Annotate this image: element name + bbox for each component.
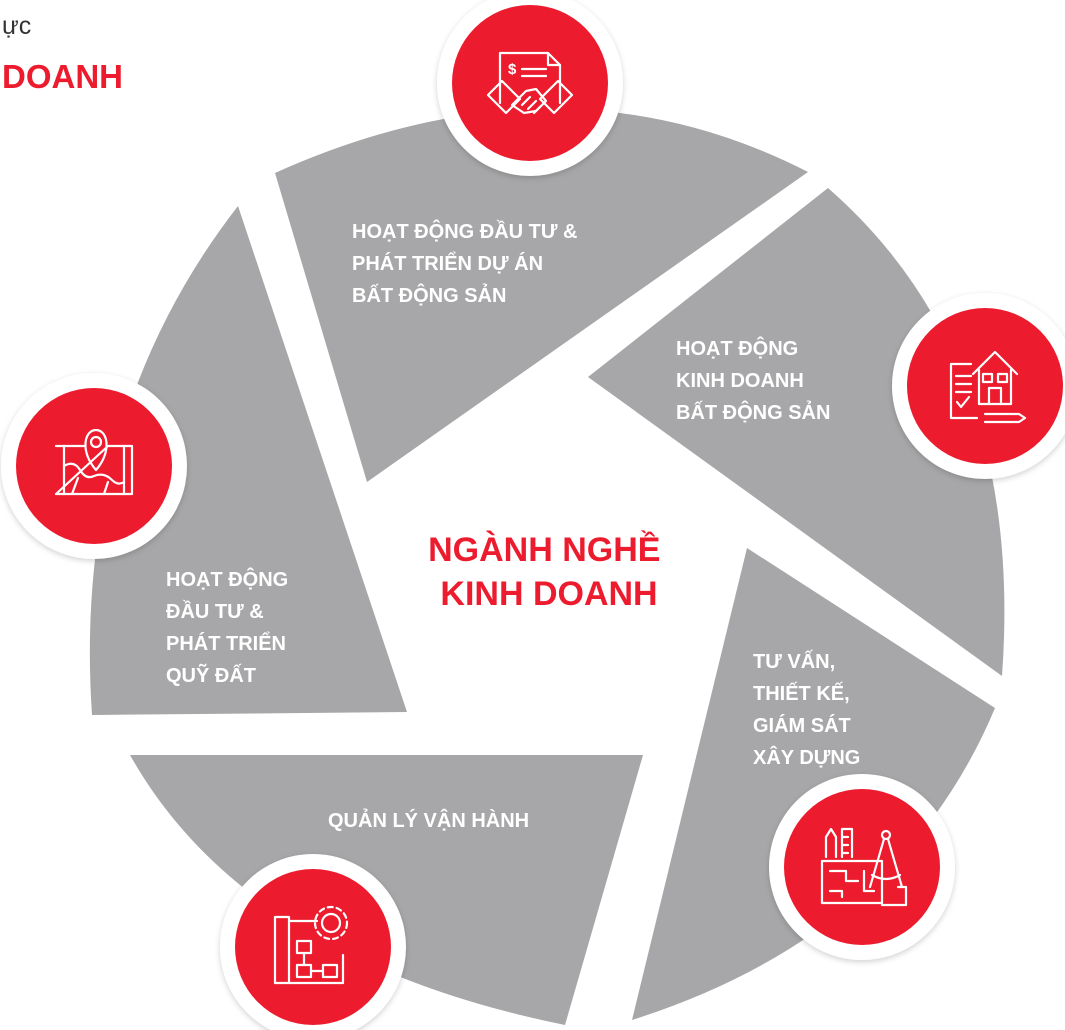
segment-land-fund: [89, 206, 408, 715]
drafting-tools-icon: [769, 774, 955, 960]
segment-label-operation-management: QUẢN LÝ VẬN HÀNH: [328, 808, 529, 832]
house-document-icon: [892, 293, 1065, 479]
segment-label-consulting-design: TƯ VẤN, THIẾT KẾ, GIÁM SÁT XÂY DỰNG: [753, 650, 860, 769]
segment-consulting-design: [632, 548, 995, 1020]
handshake-contract-icon: $: [437, 0, 623, 176]
svg-text:$: $: [508, 61, 517, 78]
segment-investment-projects: [275, 108, 808, 482]
center-title: NGÀNH NGHỀ KINH DOANH: [428, 531, 670, 613]
segment-label-real-estate-business: HOẠT ĐỘNG KINH DOANH BẤT ĐỘNG SẢN: [676, 336, 830, 424]
segment-label-investment-projects: HOẠT ĐỘNG ĐẦU TƯ & PHÁT TRIỂN DỰ ÁN BẤT …: [352, 219, 583, 307]
segment-label-land-fund: HOẠT ĐỘNG ĐẦU TƯ & PHÁT TRIỂN QUỸ ĐẤT: [166, 567, 294, 687]
map-pin-icon: [1, 373, 187, 559]
gear-flowchart-icon: [220, 854, 406, 1030]
segment-operation-management: [130, 755, 643, 1025]
header-title: DOANH: [2, 58, 123, 95]
header-subtitle: ực: [2, 12, 32, 40]
segment-real-estate-business: [588, 188, 1005, 676]
